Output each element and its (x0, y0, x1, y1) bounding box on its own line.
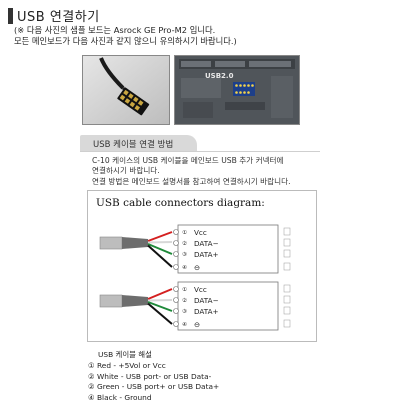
motherboard-header-photo: USB2.0 (174, 55, 300, 125)
pin-4-number: ④ (182, 265, 187, 271)
pin-1-label: Vcc (194, 228, 207, 237)
page-title: USB 연결하기 (17, 10, 100, 25)
pin-2-label: DATA− (194, 296, 219, 305)
section-header: USB 연결하기 (8, 6, 100, 25)
connector-2: ① Vcc ② DATA− ③ DATA+ ④ ⊖ (99, 281, 291, 331)
pin-1-label: Vcc (194, 285, 207, 294)
tab-label: USB 케이블 연결 방법 (93, 140, 174, 150)
cable-connector-illustration (83, 56, 169, 124)
connector-1: ① Vcc ② DATA− ③ DATA+ ④ ⊖ (99, 224, 291, 274)
pin-4-ground-symbol: ⊖ (194, 320, 200, 329)
header-marker (8, 7, 13, 24)
pin-1-number: ① (182, 287, 187, 293)
usb-cable-diagram: USB cable connectors diagram: ① (87, 190, 317, 342)
method-line-1: C-10 케이스의 USB 케이블을 메인보드 USB 추가 커넥터에 (92, 156, 284, 165)
legend-item-black: ④ Black - Ground (88, 393, 152, 403)
pin-2-number: ② (182, 240, 187, 247)
pin-4-ground-symbol: ⊖ (194, 263, 200, 272)
pin-4-number: ④ (182, 322, 187, 328)
pin-2-label: DATA− (194, 239, 219, 248)
intro-note: (※ 다음 사진의 샘플 보드는 Asrock GE Pro-M2 입니다. 모… (14, 25, 237, 47)
tab-usb-cable-method: USB 케이블 연결 방법 (80, 135, 197, 152)
legend-item-green: ② Green - USB port+ or USB Data+ (88, 382, 220, 392)
motherboard-illustration: USB2.0 (175, 56, 299, 124)
legend-item-white: ② White - USB port- or USB Data- (88, 371, 212, 381)
method-line-2: 연결하시기 바랍니다. (92, 166, 160, 176)
usb-header-label: USB2.0 (205, 72, 234, 80)
intro-line-2: 모든 메인보드가 다음 사진과 같지 않으니 유의하시기 바랍니다.) (14, 36, 237, 46)
legend-item-red: ① Red - +5Vol or Vcc (88, 360, 166, 370)
pin-1-number: ① (182, 230, 187, 236)
pin-3-number: ③ (182, 252, 187, 258)
method-line-3: 연결 방법은 메인보드 설명서를 참고하여 연결하시기 바랍니다. (92, 176, 291, 186)
intro-line-1: (※ 다음 사진의 샘플 보드는 Asrock GE Pro-M2 입니다. (14, 25, 216, 35)
diagram-drawing: ① Vcc ② DATA− ③ DATA+ ④ ⊖ (99, 224, 291, 331)
pin-3-label: DATA+ (194, 250, 219, 259)
usb-cable-legend: USB 케이블 해설 ① Red - +5Vol or Vcc ② White … (88, 350, 219, 404)
pin-3-number: ③ (182, 309, 187, 315)
legend-title: USB 케이블 해설 (98, 350, 152, 359)
method-text: C-10 케이스의 USB 케이블을 메인보드 USB 추가 커넥터에 연결하시… (92, 156, 291, 187)
section-divider (80, 151, 320, 152)
pin-3-label: DATA+ (194, 307, 219, 316)
cable-connector-photo (82, 55, 170, 125)
diagram-title: USB cable connectors diagram: (96, 197, 265, 209)
pin-2-number: ② (182, 297, 187, 304)
